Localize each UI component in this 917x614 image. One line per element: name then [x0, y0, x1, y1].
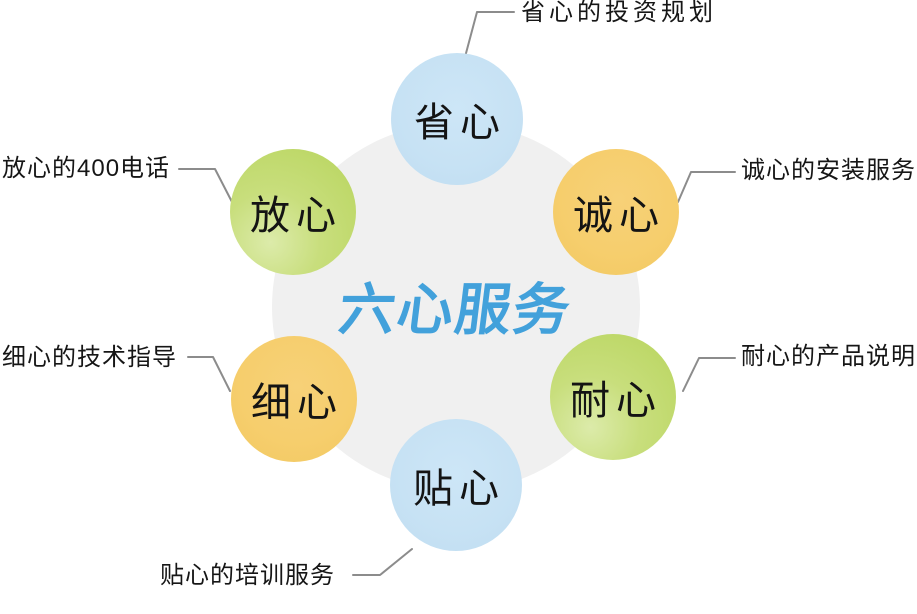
- connector-line-chengxin: [677, 171, 736, 203]
- node-circle-shengxin: 省心: [391, 53, 523, 185]
- node-circle-xixin: 细心: [231, 336, 357, 462]
- annotation-shengxin: 省心的投资规划: [521, 0, 717, 26]
- connector-line-naixin: [682, 357, 736, 392]
- node-circle-tiexin: 贴心: [390, 419, 522, 551]
- node-label-chengxin: 诚心: [573, 194, 665, 238]
- node-circle-chengxin: 诚心: [553, 149, 679, 275]
- annotation-tiexin: 贴心的培训服务: [160, 562, 335, 589]
- node-label-naixin: 耐心: [570, 379, 662, 423]
- node-label-xixin: 细心: [251, 381, 343, 425]
- connector-line-xixin: [187, 356, 231, 392]
- annotation-fangxin: 放心的400电话: [2, 155, 171, 182]
- connector-line-shengxin: [464, 11, 515, 58]
- node-circle-naixin: 耐心: [550, 334, 676, 460]
- annotation-chengxin: 诚心的安装服务: [741, 157, 916, 184]
- node-label-tiexin: 贴心: [413, 467, 505, 511]
- node-label-shengxin: 省心: [414, 101, 506, 145]
- connector-line-tiexin: [352, 548, 413, 576]
- node-label-fangxin: 放心: [250, 194, 342, 238]
- annotation-naixin: 耐心的产品说明: [741, 343, 916, 370]
- annotation-xixin: 细心的技术指导: [2, 344, 177, 371]
- node-circle-fangxin: 放心: [230, 149, 356, 275]
- connector-line-fangxin: [178, 168, 233, 203]
